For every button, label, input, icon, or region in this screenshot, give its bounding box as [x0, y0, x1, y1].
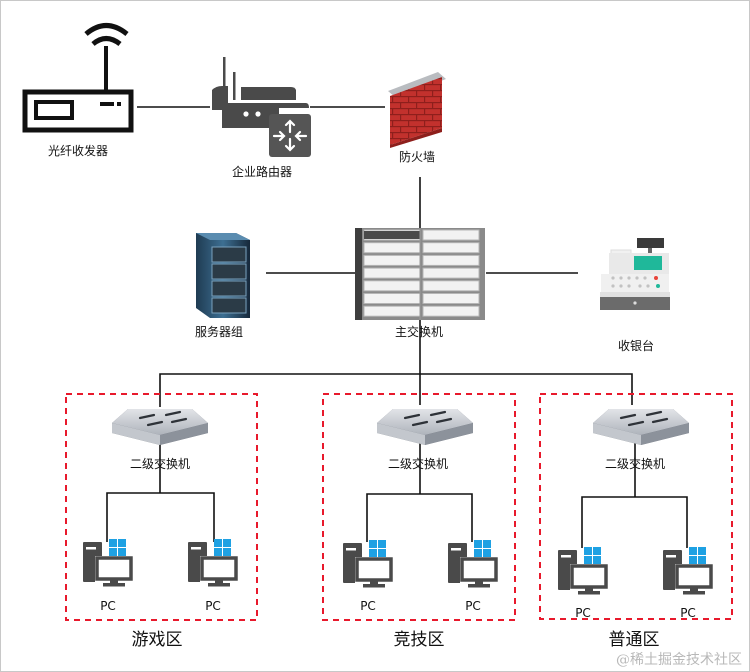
chassis-slot — [422, 229, 480, 241]
level2-switch-icon-zone2[interactable] — [375, 407, 475, 447]
distribution-bus — [159, 373, 633, 407]
label-pc-zone3-a: PC — [575, 606, 591, 620]
chassis-slot — [363, 242, 421, 254]
zone-box-gaming — [65, 393, 258, 621]
zone-title-esports: 竞技区 — [393, 630, 445, 650]
chassis-slot — [363, 267, 421, 279]
pc-icon-zone1-b[interactable] — [186, 537, 240, 589]
zone-title-normal: 普通区 — [608, 630, 660, 650]
chassis-slot — [363, 305, 421, 317]
connection-lines — [106, 106, 688, 548]
zone-title-gaming: 游戏区 — [131, 630, 183, 650]
chassis-slot — [422, 305, 480, 317]
router-icon[interactable] — [212, 57, 311, 157]
chassis-slot — [363, 293, 421, 304]
label-enterprise-router: 企业路由器 — [231, 165, 293, 179]
zone3-pc-links — [581, 496, 688, 548]
label-server-group: 服务器组 — [194, 325, 244, 339]
chassis-slot — [363, 254, 421, 266]
pc-icon-zone2-b[interactable] — [446, 538, 500, 590]
brick-firewall-icon[interactable] — [388, 71, 446, 148]
label-level2-switch-zone1: 二级交换机 — [129, 457, 191, 471]
chassis-slot — [363, 280, 421, 292]
chassis-slot — [422, 280, 480, 292]
label-core-switch: 主交换机 — [394, 325, 444, 339]
chassis-slot — [422, 267, 480, 279]
wifi-router-icon[interactable] — [22, 23, 134, 133]
label-pc-zone1-a: PC — [100, 599, 116, 613]
cash-register-icon[interactable] — [600, 238, 670, 310]
pc-icon-zone1-a[interactable] — [81, 537, 135, 589]
pc-icon-zone2-a[interactable] — [341, 538, 395, 590]
label-cash-register: 收银台 — [617, 339, 655, 353]
label-firewall: 防火墙 — [398, 150, 436, 164]
label-level2-switch-zone3: 二级交换机 — [604, 457, 666, 471]
chassis-slot — [422, 254, 480, 266]
level2-switch-icon-zone1[interactable] — [110, 407, 210, 447]
label-fiber-transceiver: 光纤收发器 — [47, 144, 109, 158]
pc-icon-zone3-a[interactable] — [556, 545, 610, 597]
server-rack-icon[interactable] — [196, 233, 250, 318]
pc-icon-zone3-b[interactable] — [661, 545, 715, 597]
watermark: @稀土掘金技术社区 — [616, 652, 742, 668]
label-level2-switch-zone2: 二级交换机 — [387, 457, 449, 471]
chassis-switch-icon[interactable] — [355, 228, 485, 320]
label-pc-zone2-a: PC — [360, 599, 376, 613]
chassis-slot — [422, 293, 480, 304]
zone1-pc-links — [106, 492, 215, 542]
label-pc-zone3-b: PC — [680, 606, 696, 620]
level2-switch-icon-zone3[interactable] — [591, 407, 691, 447]
label-pc-zone2-b: PC — [465, 599, 481, 613]
zone2-pc-links — [366, 493, 473, 542]
label-pc-zone1-b: PC — [205, 599, 221, 613]
chassis-slot — [422, 242, 480, 254]
